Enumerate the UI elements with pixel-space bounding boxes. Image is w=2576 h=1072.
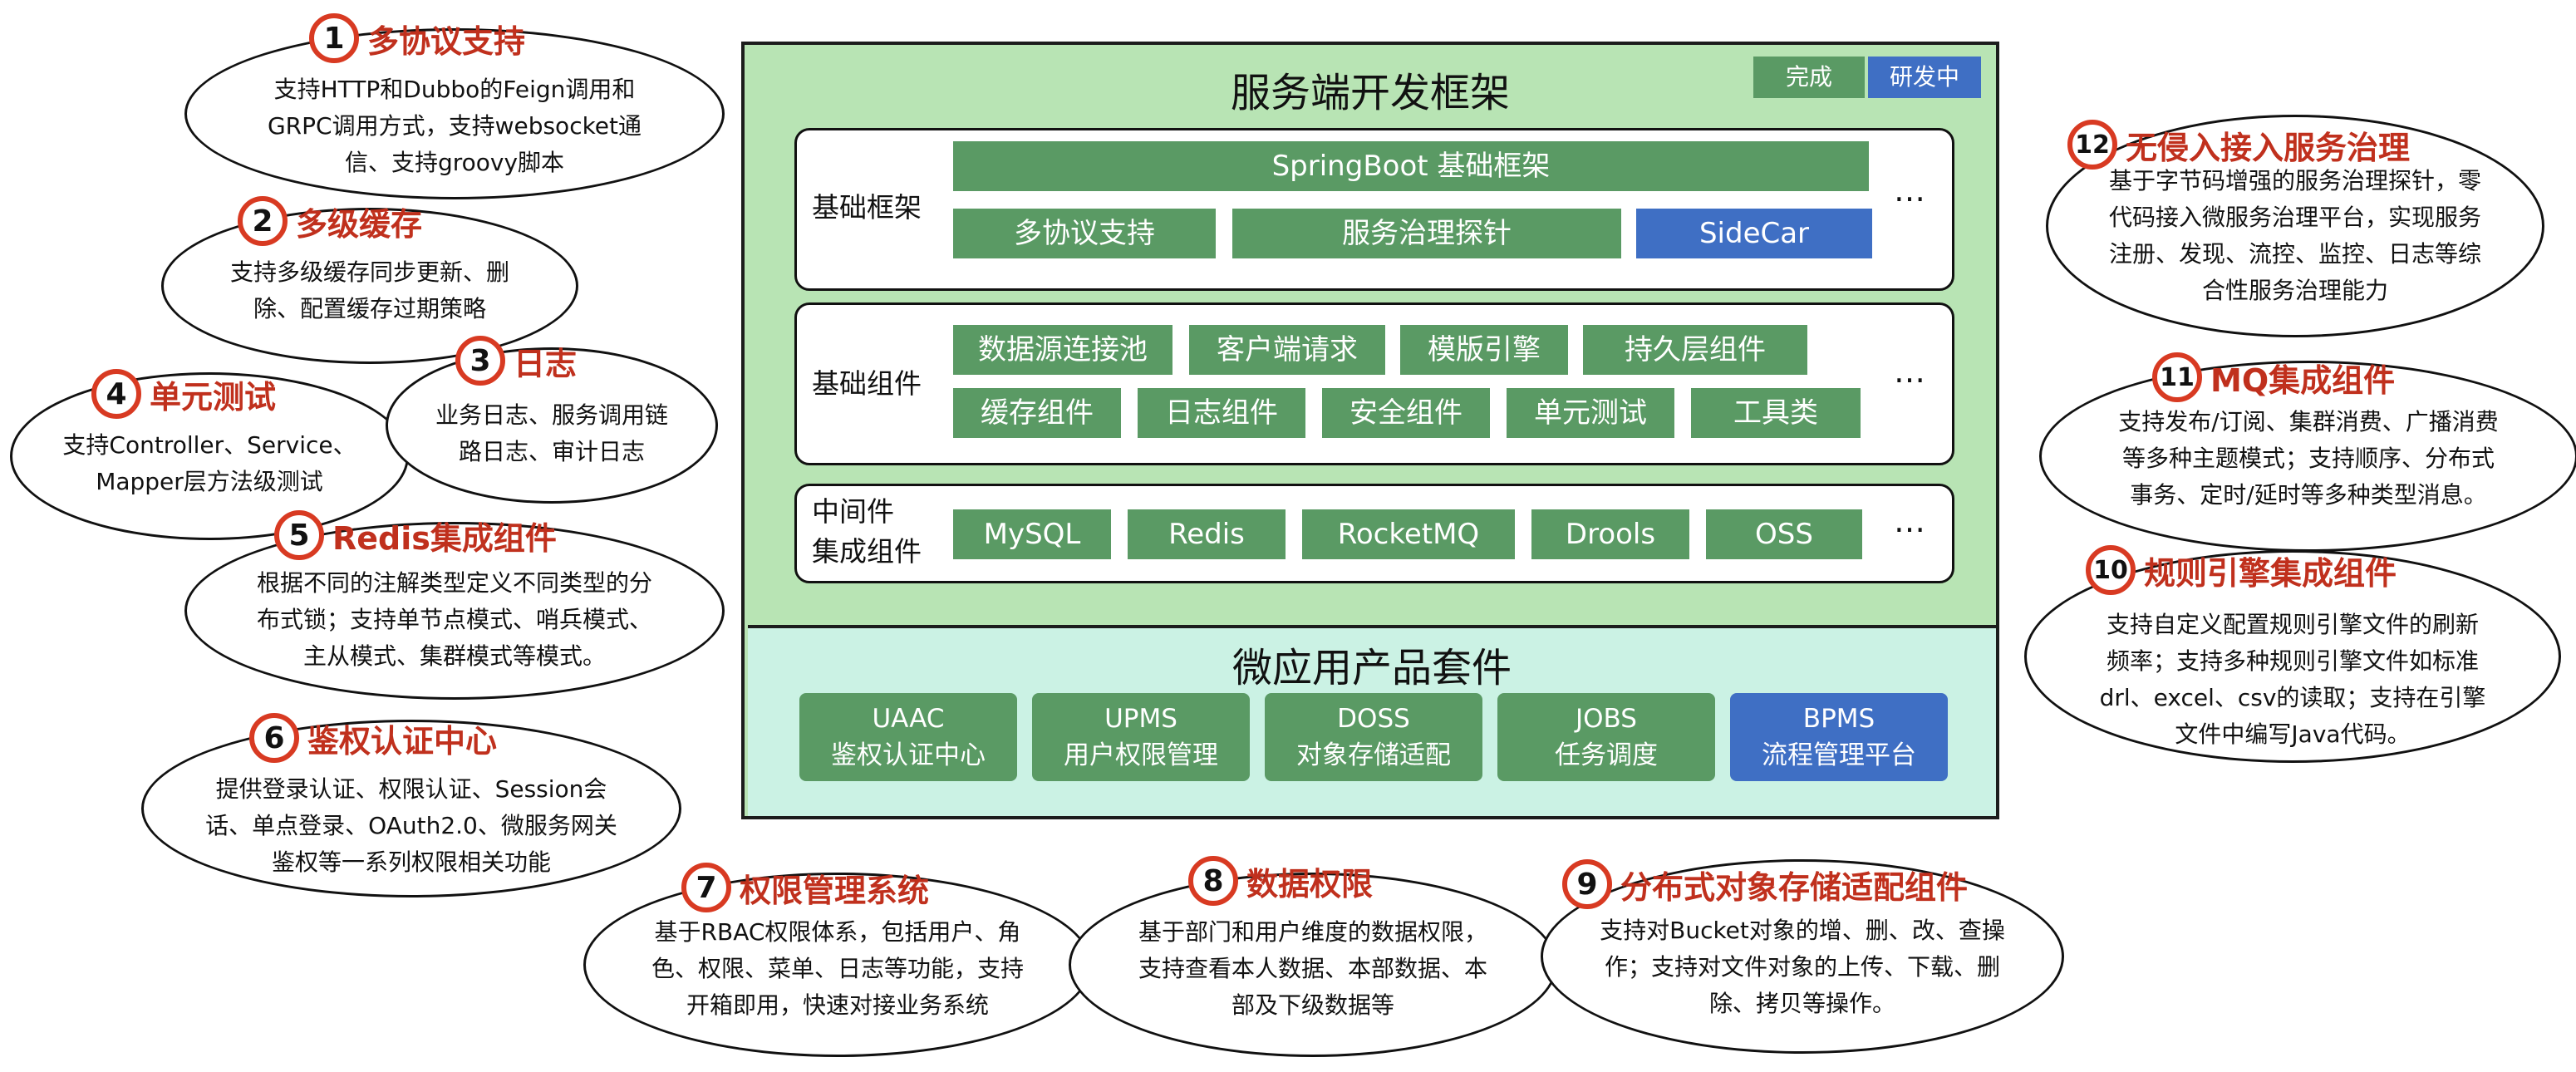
badge-number: 9 <box>1562 859 1612 909</box>
component-utils: 工具类 <box>1691 388 1861 438</box>
component-rocketmq: RocketMQ <box>1302 509 1515 559</box>
layer-middleware: 中间件 集成组件 MySQL Redis RocketMQ Drools OSS… <box>794 484 1954 583</box>
callout-title: 单元测试 <box>150 378 277 416</box>
badge-number: 1 <box>309 13 359 63</box>
more-ellipsis: … <box>1894 172 1925 209</box>
callout-title: 多协议支持 <box>367 22 526 60</box>
callout-ellipse-11 <box>2039 361 2576 552</box>
callout-title: MQ集成组件 <box>2210 361 2396 399</box>
layer-label: 集成组件 <box>812 535 922 568</box>
callout-title: 多级缓存 <box>296 205 423 243</box>
component-drools: Drools <box>1531 509 1689 559</box>
badge-number: 11 <box>2152 352 2202 402</box>
more-ellipsis: … <box>1894 353 1925 390</box>
badge-number: 3 <box>455 336 505 386</box>
badge-number: 10 <box>2086 545 2136 595</box>
callout-heading-7: 7 权限管理系统 <box>681 863 929 912</box>
callout-text-6: 提供登录认证、权限认证、Session会话、单点登录、OAuth2.0、微服务网… <box>205 775 617 876</box>
layer-label: 基础框架 <box>812 191 922 224</box>
callout-heading-11: 11 MQ集成组件 <box>2152 352 2395 402</box>
callout-title: Redis集成组件 <box>332 519 557 557</box>
legend-developing: 研发中 <box>1868 57 1981 98</box>
layer-label: 基础组件 <box>812 367 922 400</box>
callout-ellipse-7 <box>583 873 1092 1057</box>
callout-ellipse-6 <box>141 720 681 897</box>
callout-title: 数据权限 <box>1246 865 1374 902</box>
callout-text-11: 支持发布/订阅、集群消费、广播消费等多种主题模式；支持顺序、分布式事务、定时/延… <box>2118 408 2499 509</box>
badge-number: 8 <box>1188 856 1238 906</box>
callout-text-12: 基于字节码增强的服务治理探针，零代码接入微服务治理平台，实现服务注册、发现、流控… <box>2108 167 2481 304</box>
component-redis: Redis <box>1128 509 1286 559</box>
component-cache: 缓存组件 <box>953 388 1121 438</box>
badge-number: 5 <box>274 510 324 560</box>
callout-ellipse-5 <box>184 522 725 700</box>
callout-title: 无侵入接入服务治理 <box>2126 129 2411 166</box>
callout-heading-10: 10 规则引擎集成组件 <box>2086 545 2397 595</box>
callout-ellipse-12 <box>2046 115 2544 337</box>
layer-basic-framework: 基础框架 SpringBoot 基础框架 多协议支持 服务治理探针 SideCa… <box>794 128 1954 291</box>
component-unit-test: 单元测试 <box>1507 388 1674 438</box>
callout-heading-1: 1 多协议支持 <box>309 13 525 63</box>
callout-text-9: 支持对Bucket对象的增、删、改、查操作；支持对文件对象的上传、下载、删除、拷… <box>1600 917 2005 1017</box>
badge-number: 6 <box>249 713 299 763</box>
badge-number: 12 <box>2067 120 2117 170</box>
callout-text-2: 支持多级缓存同步更新、删除、配置缓存过期策略 <box>229 258 509 322</box>
callout-title: 权限管理系统 <box>740 872 930 909</box>
callout-ellipse-3 <box>386 347 718 504</box>
callout-heading-2: 2 多级缓存 <box>238 196 422 246</box>
callout-heading-12: 12 无侵入接入服务治理 <box>2067 120 2410 170</box>
callout-ellipse-9 <box>1541 859 2064 1054</box>
component-datasource-pool: 数据源连接池 <box>953 325 1172 375</box>
layer-basic-components: 基础组件 数据源连接池 客户端请求 模版引擎 持久层组件 缓存组件 日志组件 安… <box>794 302 1954 465</box>
component-governance-probe: 服务治理探针 <box>1232 209 1621 258</box>
component-multi-protocol: 多协议支持 <box>953 209 1216 258</box>
server-framework-panel: 服务端开发框架 完成 研发中 基础框架 SpringBoot 基础框架 多协议支… <box>741 42 1999 819</box>
legend-done: 完成 <box>1753 57 1865 98</box>
callout-ellipse-8 <box>1069 873 1557 1057</box>
callout-text-5: 根据不同的注解类型定义不同类型的分布式锁；支持单节点模式、哨兵模式、主从模式、集… <box>256 569 652 670</box>
framework-title: 服务端开发框架 <box>1230 70 1510 116</box>
callout-ellipse-2 <box>161 208 578 364</box>
component-springboot: SpringBoot 基础框架 <box>953 141 1869 191</box>
callout-text-8: 基于部门和用户维度的数据权限，支持查看本人数据、本部数据、本部及下级数据等 <box>1138 918 1487 1019</box>
component-template-engine: 模版引擎 <box>1400 325 1568 375</box>
component-sidecar: SideCar <box>1636 209 1872 258</box>
callout-heading-3: 3 日志 <box>455 336 577 386</box>
component-persistence: 持久层组件 <box>1583 325 1807 375</box>
badge-number: 4 <box>91 369 141 419</box>
component-oss: OSS <box>1706 509 1862 559</box>
callout-text-4: 支持Controller、Service、Mapper层方法级测试 <box>62 431 356 495</box>
component-mysql: MySQL <box>953 509 1111 559</box>
callout-title: 日志 <box>514 345 578 382</box>
badge-number: 7 <box>681 863 731 912</box>
callout-ellipse-1 <box>184 28 725 199</box>
callout-heading-6: 6 鉴权认证中心 <box>249 713 497 763</box>
callout-text-3: 业务日志、服务调用链路日志、审计日志 <box>435 401 668 465</box>
suite-title: 微应用产品套件 <box>1231 645 1512 691</box>
callout-title: 分布式对象存储适配组件 <box>1620 868 1969 906</box>
callout-heading-8: 8 数据权限 <box>1188 856 1373 906</box>
layer-label: 中间件 <box>812 495 894 528</box>
callout-heading-5: 5 Redis集成组件 <box>274 510 557 560</box>
callout-title: 鉴权认证中心 <box>307 722 498 760</box>
component-client-request: 客户端请求 <box>1189 325 1385 375</box>
callout-text-7: 基于RBAC权限体系，包括用户、角色、权限、菜单、日志等功能，支持开箱即用，快速… <box>651 918 1024 1019</box>
more-ellipsis: … <box>1894 503 1925 539</box>
badge-number: 2 <box>238 196 288 246</box>
callout-ellipse-4 <box>10 372 409 540</box>
component-log: 日志组件 <box>1138 388 1305 438</box>
component-security: 安全组件 <box>1322 388 1490 438</box>
callout-title: 规则引擎集成组件 <box>2144 554 2397 592</box>
callout-heading-9: 9 分布式对象存储适配组件 <box>1562 859 1968 909</box>
callout-heading-4: 4 单元测试 <box>91 369 276 419</box>
